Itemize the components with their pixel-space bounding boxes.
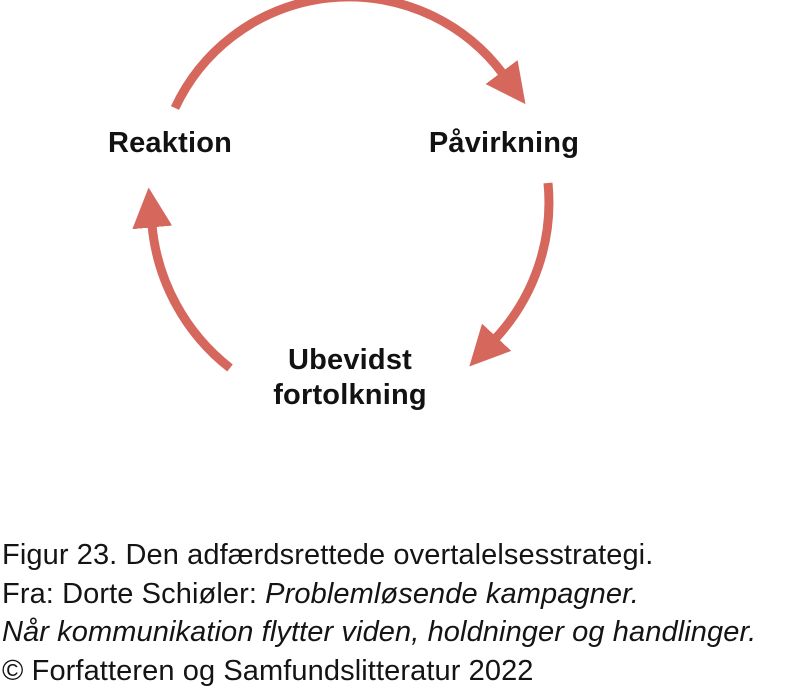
arrow-reaktion-to-paavirkning	[170, 0, 526, 110]
caption-line-2: Fra: Dorte Schiøler: Problemløsende kamp…	[2, 575, 807, 614]
caption-line-3-subtitle: Når kommunikation flytter viden, holdnin…	[2, 616, 757, 649]
node-ubevidst-line2: fortolkning	[273, 379, 427, 411]
caption-line-2-book-title: Problemløsende kampagner.	[265, 577, 639, 610]
figure-caption: Figur 23. Den adfærdsrettede overtalelse…	[2, 536, 807, 690]
node-reaktion: Reaktion	[107, 127, 233, 159]
node-ubevidst-fortolkning: Ubevidst fortolkning	[273, 343, 427, 413]
caption-line-1: Figur 23. Den adfærdsrettede overtalelse…	[2, 539, 654, 571]
node-ubevidst-line1: Ubevidst	[287, 344, 413, 376]
caption-line-2-source: Fra: Dorte Schiøler:	[2, 577, 266, 610]
arrow-paavirkning-to-ubevidst	[469, 182, 554, 367]
caption-line-4-copyright: © Forfatteren og Samfundslitteratur 2022	[2, 654, 534, 687]
node-paavirkning: Påvirkning	[428, 127, 580, 159]
arrow-ubevidst-to-reaktion	[132, 187, 233, 372]
